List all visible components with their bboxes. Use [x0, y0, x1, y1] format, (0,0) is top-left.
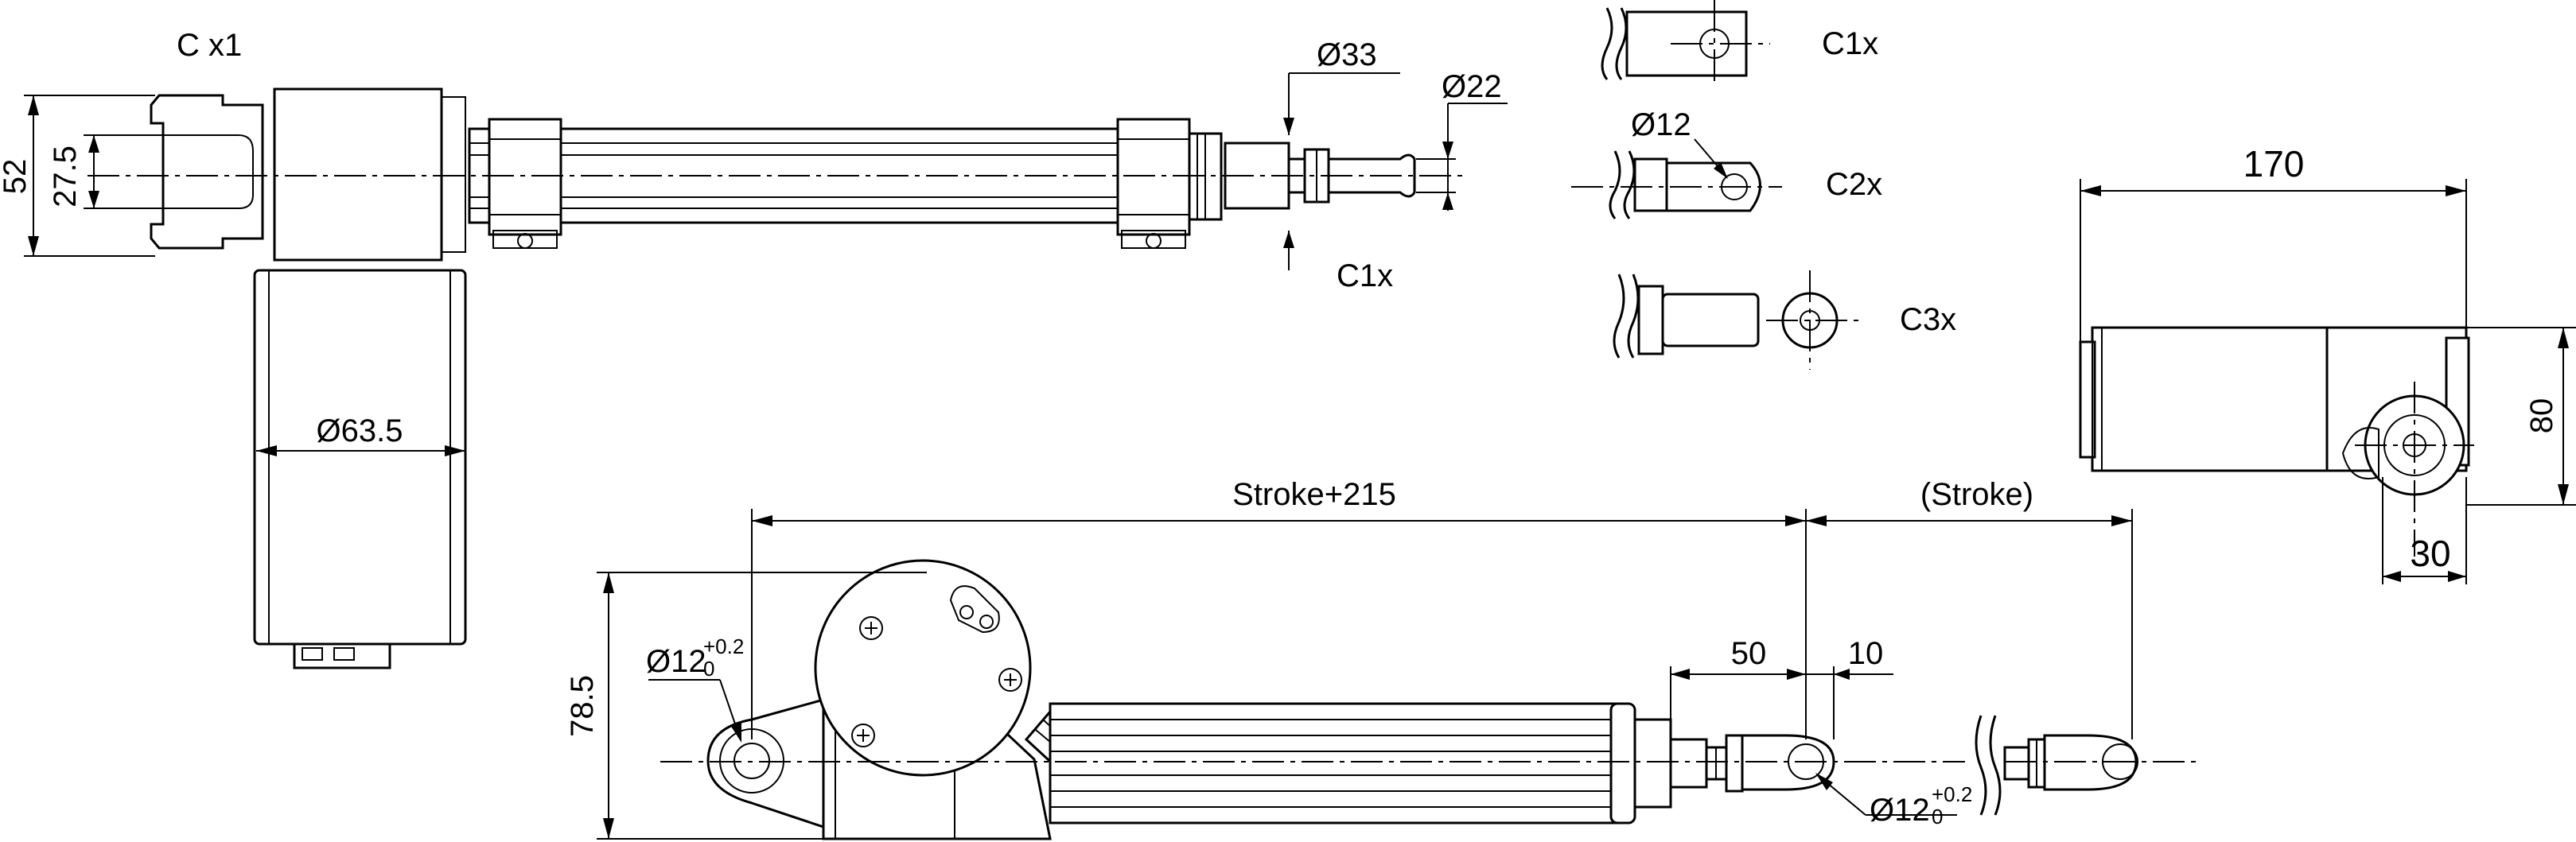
dim-78-5-label: 78.5 — [565, 675, 600, 737]
actuator-side-view — [660, 559, 2196, 840]
top-view-dimensions: 52 27.5 C x1 Ø63.5 Ø33 Ø22 C1x — [0, 28, 1508, 456]
d12-left-tol-lower: 0 — [703, 657, 714, 681]
stroke-label: (Stroke) — [1920, 477, 2033, 512]
end-fitting-c2: Ø12 C2x — [1571, 107, 1882, 219]
d12-right-label: Ø12 — [1870, 793, 1930, 828]
c3x-label: C3x — [1900, 302, 1956, 337]
actuator-top-view — [88, 87, 1464, 669]
d12-c2-label: Ø12 — [1631, 107, 1691, 142]
d12-left-tol-upper: +0.2 — [703, 634, 744, 658]
dim-170-label: 170 — [2243, 143, 2305, 184]
dim-27-5-label: 27.5 — [48, 146, 83, 208]
d12-left-label: Ø12 — [646, 644, 706, 679]
cx1-label: C x1 — [177, 28, 242, 63]
d33-label: Ø33 — [1317, 37, 1377, 72]
side-view-dimensions: Stroke+215 (Stroke) 50 10 78.5 Ø12 +0.2 … — [565, 477, 2133, 840]
dim-80-label: 80 — [2524, 398, 2559, 434]
dim-52-label: 52 — [0, 159, 33, 195]
dim-50-label: 50 — [1731, 636, 1767, 671]
d63-5-label: Ø63.5 — [317, 413, 403, 448]
d22-label: Ø22 — [1442, 69, 1502, 104]
c2x-label: C2x — [1826, 167, 1882, 202]
stroke-215-label: Stroke+215 — [1232, 477, 1396, 512]
dim-30-label: 30 — [2410, 533, 2450, 574]
c1x-bottom-label: C1x — [1337, 258, 1393, 293]
end-fitting-c3: C3x — [1613, 270, 1956, 370]
dim-10-label: 10 — [1848, 636, 1884, 671]
d12-right-tol-lower: 0 — [1932, 805, 1943, 828]
end-fitting-c1: C1x — [1601, 0, 1878, 87]
actuator-end-view: 170 80 30 — [2079, 143, 2576, 584]
c1x-top-label: C1x — [1822, 26, 1878, 61]
d12-right-tol-upper: +0.2 — [1932, 782, 1972, 806]
